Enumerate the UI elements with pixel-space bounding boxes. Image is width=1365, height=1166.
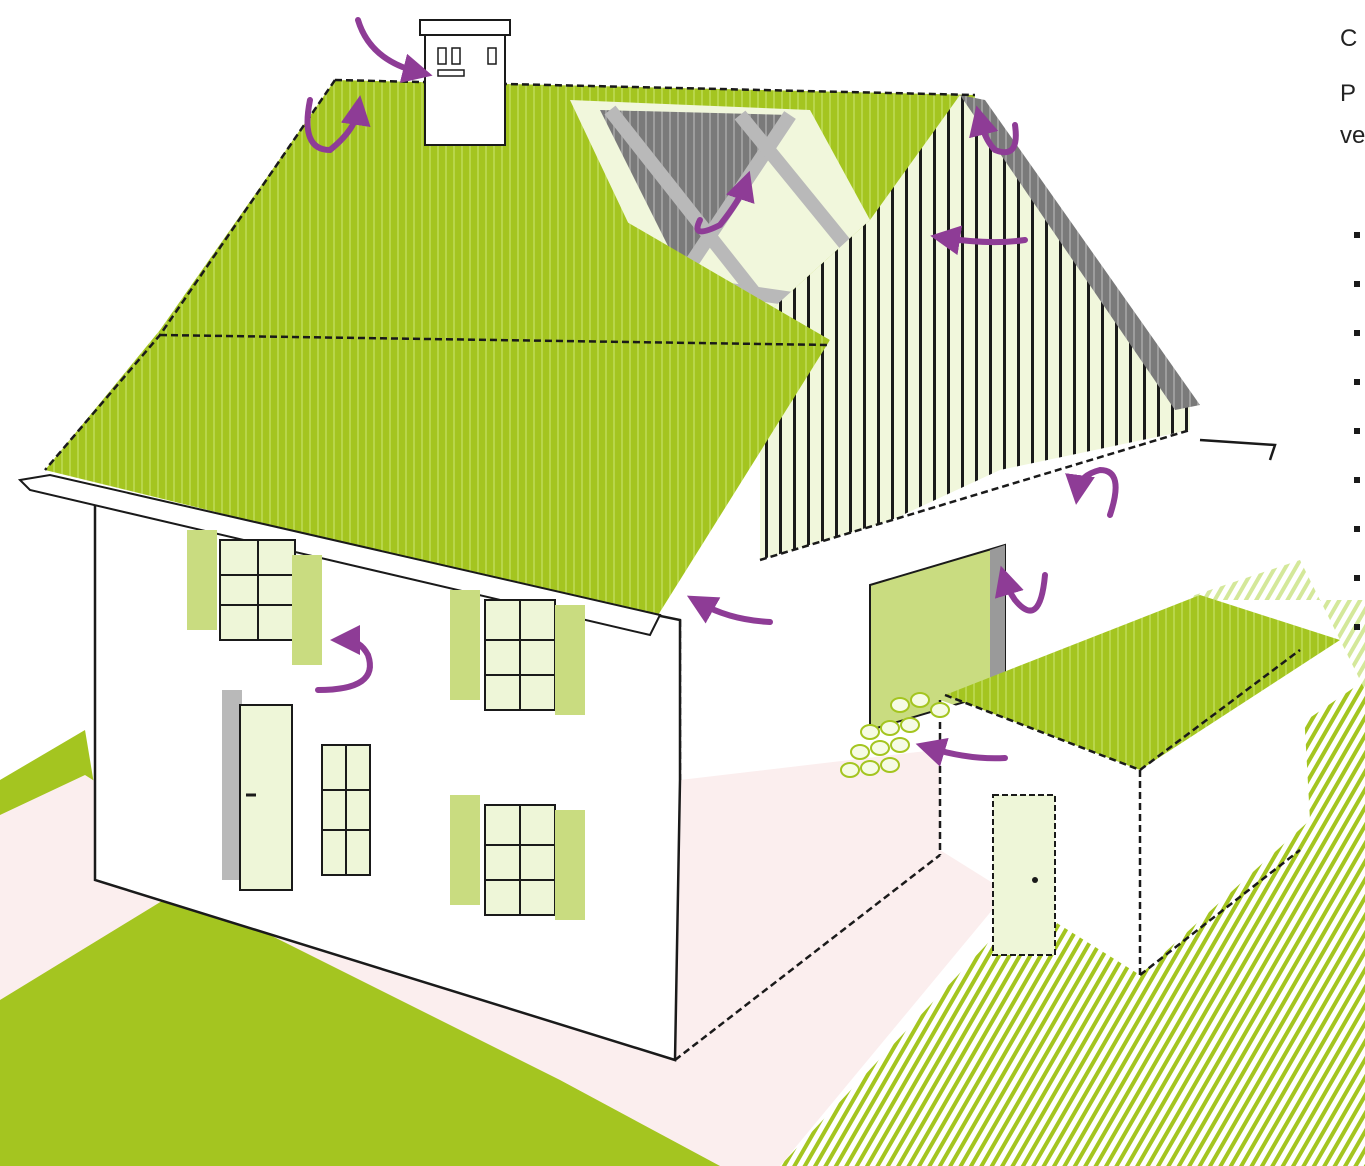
- sidebar-heading: C: [1340, 25, 1365, 53]
- bullet-marker: [1354, 281, 1360, 287]
- bullet-marker: [1354, 379, 1360, 385]
- bullet-marker: [1354, 428, 1360, 434]
- bullet-marker: [1354, 330, 1360, 336]
- sidebar-text-line-1: P: [1340, 80, 1365, 108]
- bullet-marker: [1354, 232, 1360, 238]
- door-icon: [993, 795, 1055, 955]
- bullet-marker: [1354, 526, 1360, 532]
- window-icon: [450, 795, 585, 920]
- sidebar-text-line-2: ve: [1340, 122, 1365, 150]
- bullet-marker: [1354, 624, 1360, 630]
- bullet-marker: [1354, 477, 1360, 483]
- chimney-icon: [420, 20, 510, 145]
- bullet-marker: [1354, 575, 1360, 581]
- door-icon: [222, 690, 292, 890]
- window-icon: [322, 745, 370, 875]
- window-icon: [450, 590, 585, 715]
